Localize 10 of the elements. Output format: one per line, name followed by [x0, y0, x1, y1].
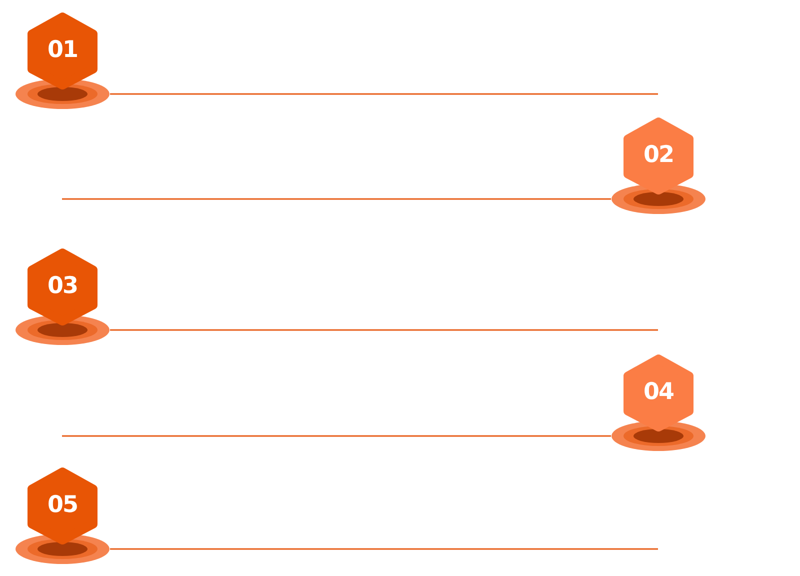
connector-line [110, 329, 658, 331]
step-number: 03 [46, 272, 78, 301]
connector-line [62, 198, 611, 200]
step-number: 02 [642, 141, 674, 170]
step-number: 01 [46, 36, 78, 65]
connector-line [110, 93, 658, 95]
step-number: 04 [642, 378, 674, 407]
connector-line [110, 548, 658, 550]
step-number: 05 [46, 491, 78, 520]
connector-line [62, 435, 611, 437]
